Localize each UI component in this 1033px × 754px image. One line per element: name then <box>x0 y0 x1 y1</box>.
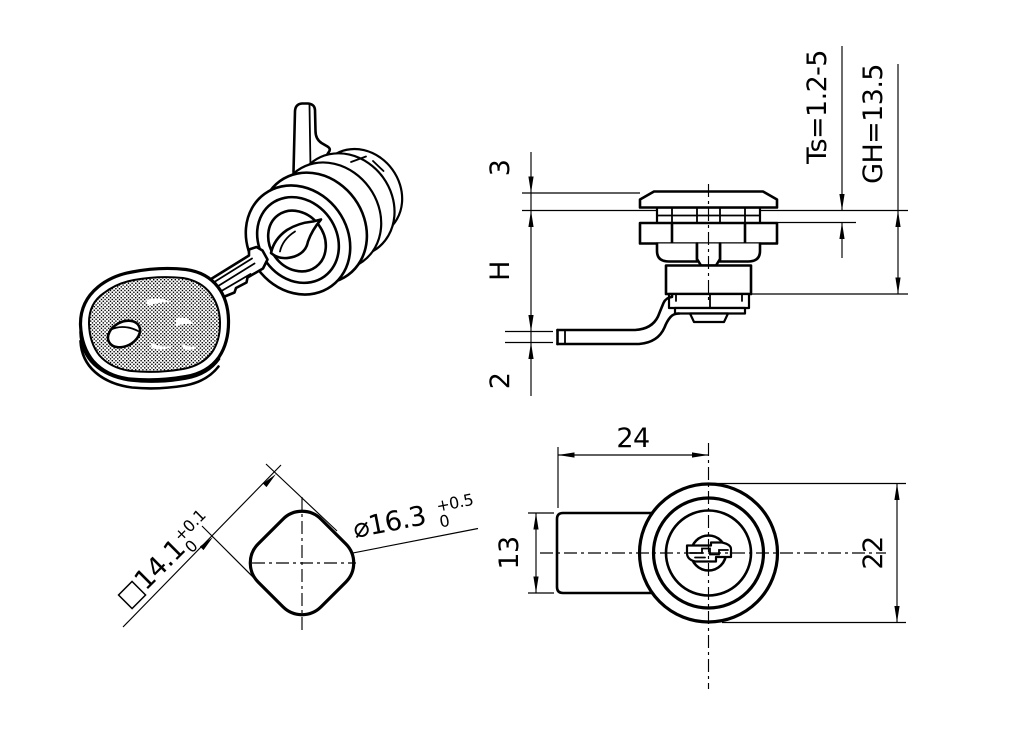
dim-diameter-tol-lower: 0 <box>438 511 451 532</box>
dim-cam-thickness: 2 <box>485 373 516 390</box>
key-head-knurl-texture <box>87 276 222 373</box>
lock-cylinder-isometric-icon <box>244 147 404 296</box>
keyhole-slot-icon <box>269 218 323 260</box>
dim-height-H: H <box>485 261 516 281</box>
key-head-side-layer <box>79 339 220 390</box>
dim-face-diameter: 22 <box>858 536 889 569</box>
key-icon <box>78 245 269 390</box>
dim-grip-height: GH=13.5 <box>858 64 889 184</box>
dim-square: □14.1 <box>111 534 191 614</box>
dim-panel-thickness: Ts=1.2-5 <box>802 50 833 165</box>
dim-flange-height: 3 <box>485 160 516 177</box>
cylinder-body <box>664 264 753 296</box>
cam-plate <box>667 292 751 310</box>
mounting-cutout-view: □14.1 +0.1 0 ⌀16.3 +0.5 0 <box>111 463 479 631</box>
flange <box>638 190 779 209</box>
cam-lock-side-profile <box>556 184 779 346</box>
front-view: 24 13 22 <box>494 423 906 689</box>
side-view: 3 H 2 Ts=1.2-5 GH=13.5 <box>485 46 908 396</box>
dim-diameter: ⌀16.3 <box>350 500 428 544</box>
dim-housing-width: 13 <box>494 536 525 569</box>
isometric-view-lock-and-key <box>78 102 404 390</box>
dim-cam-length: 24 <box>616 423 649 454</box>
cam-arm <box>556 293 674 332</box>
fixing-screw <box>688 312 730 324</box>
